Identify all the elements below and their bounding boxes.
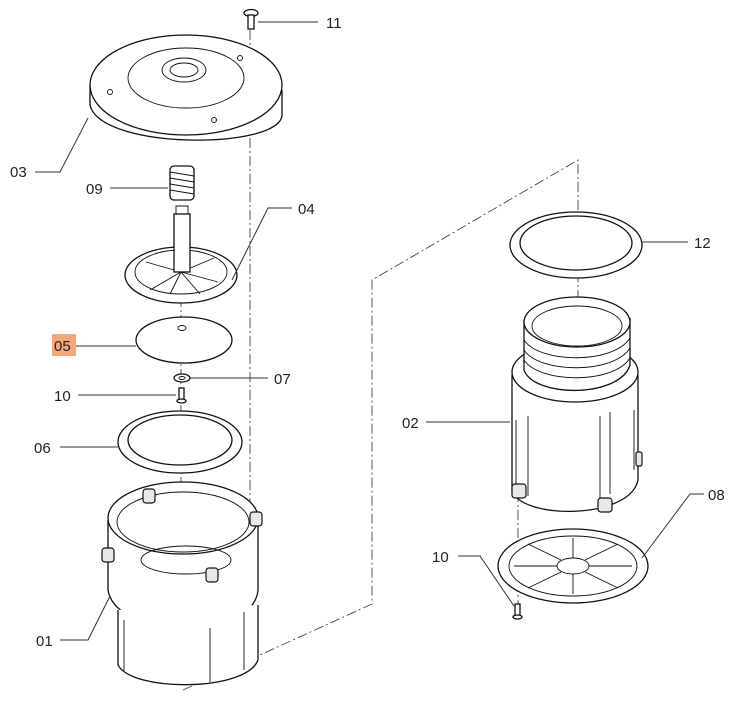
part-06-seal-ring: 06 (34, 410, 243, 474)
label-05: 05 (54, 338, 71, 355)
label-10-left: 10 (54, 388, 71, 405)
part-04-valve-holder: 04 (124, 201, 315, 304)
label-07: 07 (274, 371, 291, 388)
part-12-ring: 12 (509, 211, 711, 279)
part-07-washer: 07 (173, 371, 291, 388)
label-06: 06 (34, 440, 51, 457)
label-08: 08 (708, 487, 725, 504)
part-09-spring: 09 (86, 165, 195, 201)
label-01: 01 (36, 633, 53, 650)
part-02-filter-housing: 02 (402, 296, 643, 513)
label-05-highlight (52, 334, 76, 356)
part-10-screw-right: 10 (432, 549, 523, 620)
label-12: 12 (694, 235, 711, 252)
label-11: 11 (326, 15, 342, 32)
part-01-lower-housing: 01 (36, 481, 263, 686)
part-05-membrane: 05 (52, 316, 233, 364)
label-04: 04 (298, 201, 315, 218)
part-08-grid-plate: 08 (497, 487, 725, 604)
part-11-screw: 11 (243, 8, 342, 32)
label-03: 03 (10, 164, 27, 181)
label-09: 09 (86, 181, 103, 198)
label-02: 02 (402, 415, 419, 432)
label-10-right: 10 (432, 549, 449, 566)
part-10-screw-left: 10 (54, 387, 187, 405)
part-03-cover: 03 (10, 34, 283, 181)
